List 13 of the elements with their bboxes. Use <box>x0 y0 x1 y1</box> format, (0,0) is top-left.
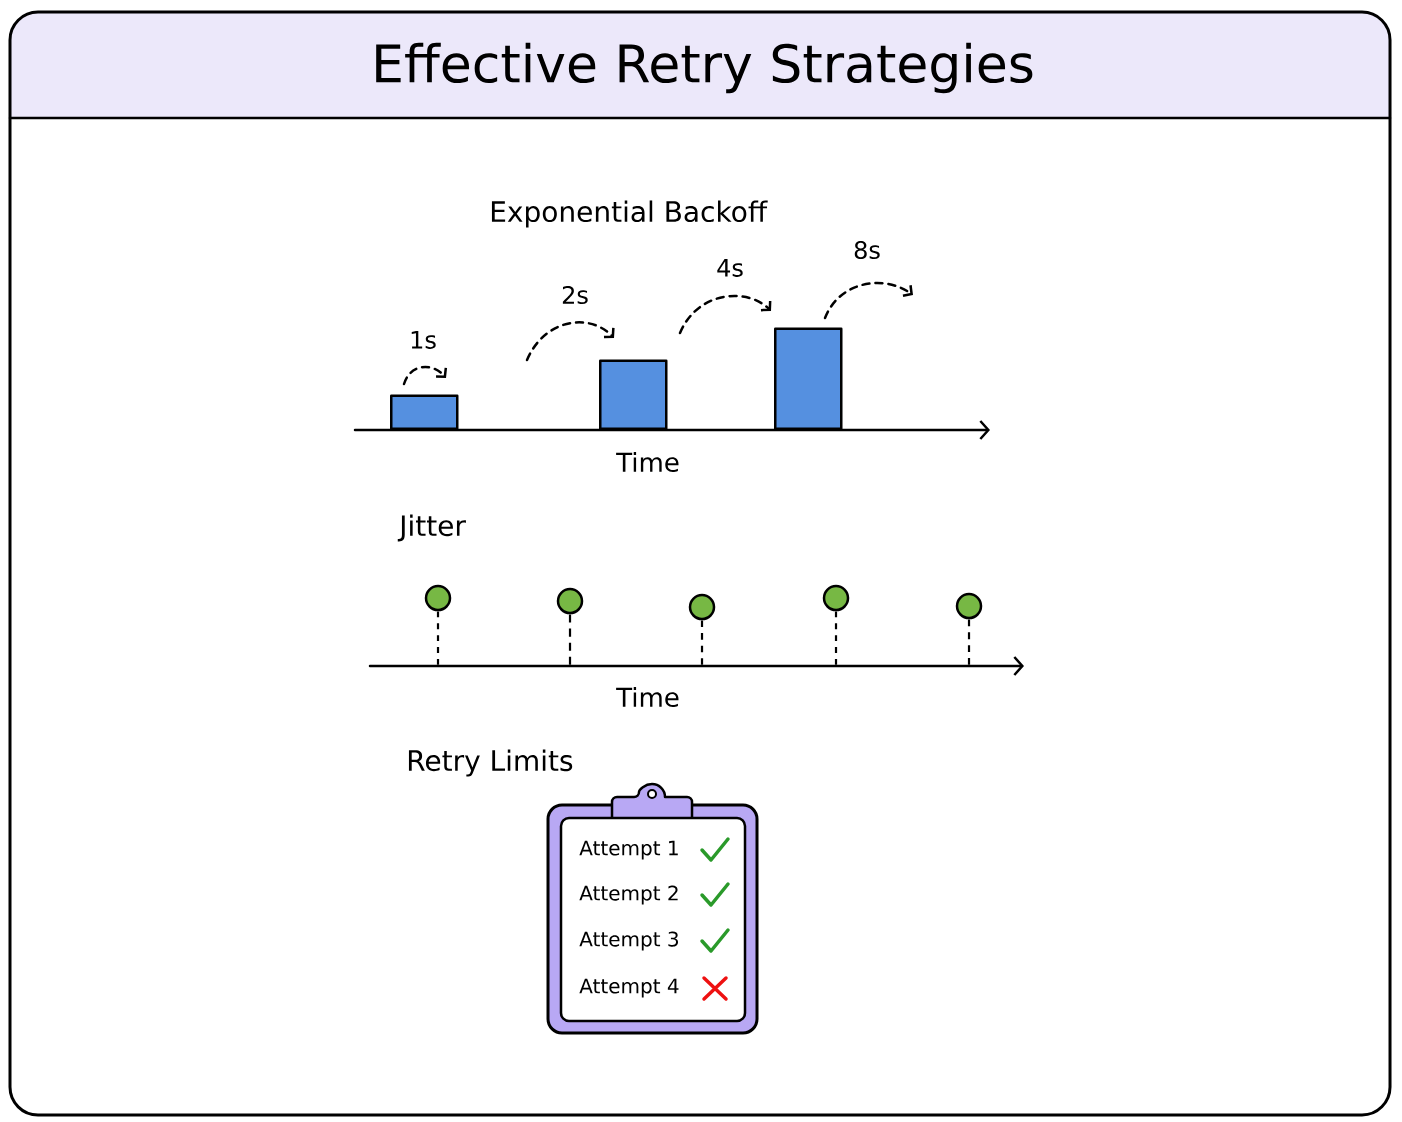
section-heading: Jitter <box>397 514 466 542</box>
delay-label: 1s <box>411 331 436 349</box>
axis-label: Time <box>616 686 679 708</box>
title: Effective Retry Strategies <box>376 42 1033 94</box>
bar <box>599 359 668 430</box>
section-heading: Exponential Backoff <box>491 200 768 228</box>
bar <box>390 394 459 430</box>
bar <box>774 327 843 430</box>
section-heading: Retry Limits <box>408 749 573 777</box>
delay-label: 4s <box>717 259 743 277</box>
axis-label: Time <box>616 451 679 473</box>
delay-label: 2s <box>562 285 588 305</box>
delay-label: 8s <box>854 240 880 260</box>
